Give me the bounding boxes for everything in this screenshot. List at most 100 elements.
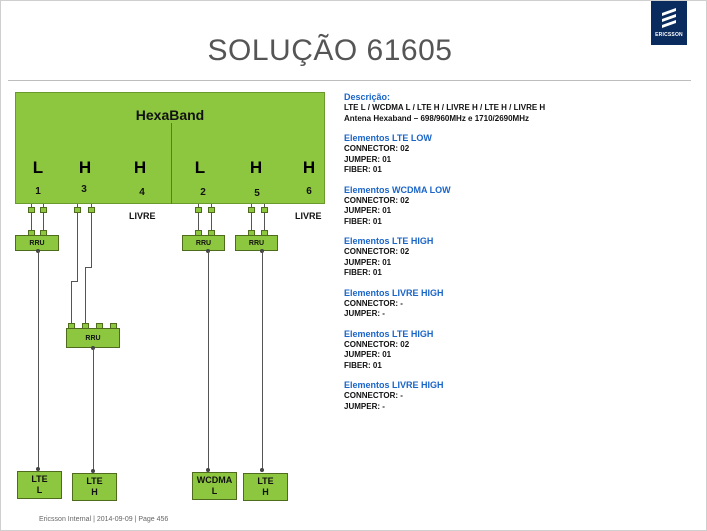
section-line: FIBER: 01	[344, 216, 382, 226]
box-line1: LTE	[86, 476, 103, 486]
elements-section: Elementos LTE HIGH CONNECTOR: 02 JUMPER:…	[344, 236, 694, 279]
box-line2: L	[211, 486, 218, 496]
jumper-wire	[91, 213, 92, 267]
section-line: JUMPER: -	[344, 309, 385, 318]
rru-lte-high: RRU	[235, 235, 278, 251]
box-line2: L	[36, 485, 43, 495]
connector-square	[208, 207, 215, 213]
box-line1: WCDMA	[196, 475, 233, 485]
section-line: FIBER: 01	[344, 360, 382, 370]
description-panel: Descrição: LTE L / WCDMA L / LTE H / LIV…	[344, 92, 694, 421]
port-letter-4: H	[133, 158, 147, 177]
section-line: CONNECTOR: 02	[344, 339, 410, 349]
box-line1: LTE	[257, 476, 274, 486]
jumper-wire	[251, 213, 252, 230]
connector-square	[74, 207, 81, 213]
elements-section: Elementos LIVRE HIGH CONNECTOR: - JUMPER…	[344, 288, 694, 320]
box-line1: LTE	[31, 474, 48, 484]
port-number-5: 5	[254, 188, 260, 199]
connector-square	[248, 207, 255, 213]
section-title: Elementos LIVRE HIGH	[344, 287, 444, 298]
antenna-divider	[171, 123, 172, 204]
title-rule	[8, 80, 691, 81]
section-title: Elementos WCDMA LOW	[344, 184, 451, 195]
port-letter-1: L	[32, 158, 44, 177]
section-line: FIBER: 01	[344, 268, 382, 277]
box-lte-h: LTE H	[72, 473, 117, 501]
fiber-line	[93, 348, 94, 472]
box-line2: H	[262, 487, 269, 497]
jumper-wire	[43, 213, 44, 230]
port-number-6: 6	[306, 186, 312, 197]
port-number-1: 1	[35, 186, 41, 197]
jumper-wire	[85, 267, 86, 323]
section-title: Elementos LTE LOW	[344, 133, 432, 143]
section-line: CONNECTOR: -	[344, 298, 403, 308]
antenna-stub	[211, 204, 212, 208]
ericsson-logo: ERICSSON	[651, 1, 687, 45]
section-line: CONNECTOR: 02	[344, 195, 410, 205]
section-line: JUMPER: 01	[344, 154, 392, 164]
section-line: CONNECTOR: 02	[344, 247, 410, 256]
section-line: JUMPER: 01	[344, 257, 392, 267]
elements-section: Elementos LTE HIGH CONNECTOR: 02 JUMPER:…	[344, 329, 694, 372]
section-line: CONNECTOR: -	[344, 391, 403, 400]
section-line: CONNECTOR: 02	[344, 144, 410, 153]
antenna-stub	[77, 204, 78, 208]
rru-lte-high-shared: RRU	[66, 328, 120, 348]
port-letter-6: H	[302, 158, 316, 177]
port-number-4: 4	[139, 187, 145, 198]
livre-label-port-6: LIVRE	[295, 211, 322, 221]
port-number-3: 3	[81, 184, 87, 195]
section-line: JUMPER: -	[344, 401, 385, 411]
antenna-stub	[43, 204, 44, 208]
description-line: LTE L / WCDMA L / LTE H / LIVRE H / LTE …	[344, 103, 546, 112]
fiber-line	[262, 251, 263, 471]
connector-square	[40, 207, 47, 213]
logo-wordmark: ERICSSON	[655, 32, 683, 38]
port-number-2: 2	[200, 187, 206, 198]
elements-section: Elementos LTE LOW CONNECTOR: 02 JUMPER: …	[344, 133, 694, 176]
antenna-stub	[198, 204, 199, 208]
jumper-wire	[31, 213, 32, 230]
antenna-stub	[264, 204, 265, 208]
elements-section: Elementos LIVRE HIGH CONNECTOR: - JUMPER…	[344, 380, 694, 412]
fiber-dot	[91, 469, 95, 473]
port-letter-5: H	[249, 158, 263, 177]
livre-label-port-4: LIVRE	[129, 211, 156, 221]
jumper-wire	[211, 213, 212, 230]
antenna-stub	[91, 204, 92, 208]
jumper-wire	[85, 267, 92, 268]
antenna-stub	[31, 204, 32, 208]
connector-square	[88, 207, 95, 213]
fiber-line	[208, 251, 209, 471]
port-letter-2: L	[194, 158, 206, 177]
section-line: FIBER: 01	[344, 165, 382, 174]
jumper-wire	[198, 213, 199, 230]
section-title: Elementos LTE HIGH	[344, 236, 434, 246]
rru-wcdma-low: RRU	[182, 235, 225, 251]
description-heading: Descrição:	[344, 92, 391, 102]
fiber-dot	[206, 468, 210, 472]
section-title: Elementos LTE HIGH	[344, 328, 434, 339]
box-lte-l: LTE L	[17, 471, 62, 499]
antenna-name: HexaBand	[135, 107, 205, 123]
section-title: Elementos LIVRE HIGH	[344, 380, 444, 390]
fiber-dot	[260, 468, 264, 472]
elements-section: Elementos WCDMA LOW CONNECTOR: 02 JUMPER…	[344, 185, 694, 228]
connector-square	[261, 207, 268, 213]
fiber-dot	[36, 467, 40, 471]
ericsson-mark-icon	[662, 8, 676, 28]
hexaband-antenna	[15, 92, 325, 204]
jumper-wire	[77, 213, 78, 281]
jumper-wire	[71, 281, 72, 323]
slide-footer: Ericsson Internal | 2014-09-09 | Page 45…	[39, 516, 169, 523]
connector-square	[195, 207, 202, 213]
connector-square	[28, 207, 35, 213]
box-lte-h-2: LTE H	[243, 473, 288, 501]
jumper-wire	[71, 281, 78, 282]
fiber-line	[38, 251, 39, 470]
description-section: Descrição: LTE L / WCDMA L / LTE H / LIV…	[344, 92, 694, 124]
antenna-stub	[251, 204, 252, 208]
box-wcdma-l: WCDMA L	[192, 472, 237, 500]
